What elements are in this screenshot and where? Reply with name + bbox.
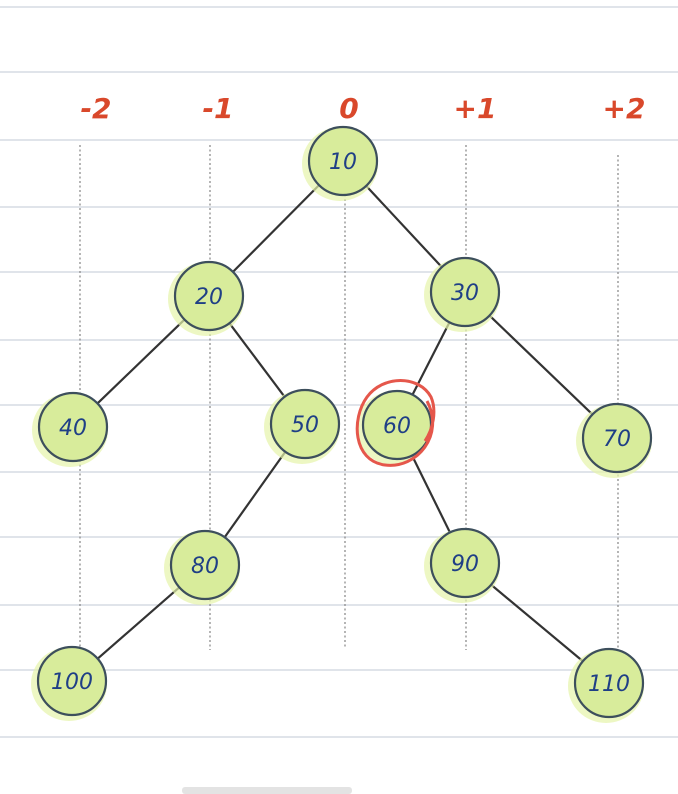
edge-n90-n110 — [490, 583, 584, 663]
node-circle — [169, 529, 241, 601]
tree-node-10: 10 — [302, 125, 379, 201]
edge-n30-n60 — [411, 321, 451, 396]
column-guide-lines — [79, 145, 619, 678]
node-value: 110 — [588, 672, 630, 697]
node-value: 20 — [195, 285, 223, 310]
column-label-c2: +2 — [603, 92, 646, 125]
tree-node-70: 70 — [576, 402, 653, 478]
node-circle — [581, 402, 653, 474]
edge-n80-n100 — [96, 586, 181, 660]
highlight-circle-mark — [355, 379, 436, 467]
tree-node-80: 80 — [164, 529, 241, 605]
node-value: 60 — [383, 414, 411, 439]
node-circle — [269, 388, 341, 460]
node-value: 40 — [59, 416, 87, 441]
tree-node-20: 20 — [168, 260, 245, 336]
node-circle — [429, 256, 501, 328]
node-circle — [307, 125, 379, 197]
edge-n10-n30 — [365, 185, 443, 268]
tree-node-50: 50 — [264, 388, 341, 464]
tree-edges — [96, 184, 594, 663]
edge-n20-n40 — [96, 318, 186, 405]
edge-n20-n50 — [228, 322, 286, 398]
node-circle — [37, 391, 109, 463]
node-value: 80 — [191, 554, 219, 579]
node-value: 10 — [329, 150, 357, 175]
node-circle — [573, 647, 645, 719]
edge-n10-n20 — [232, 184, 320, 273]
edge-n30-n70 — [488, 314, 594, 416]
tree-node-110: 110 — [568, 647, 645, 723]
edge-n60-n90 — [411, 455, 451, 533]
tree-node-90: 90 — [424, 527, 501, 603]
node-circle — [36, 645, 108, 717]
tree-node-100: 100 — [31, 645, 108, 721]
node-value: 100 — [51, 670, 93, 695]
notebook-ruled-lines — [0, 6, 678, 738]
column-labels: -2 -1 0 +1 +2 — [80, 92, 645, 125]
node-circle — [173, 260, 245, 332]
column-label-c0: 0 — [339, 92, 358, 125]
tree-node-40: 40 — [32, 391, 109, 467]
edge-n50-n80 — [223, 451, 287, 538]
bottom-scrollbar[interactable] — [182, 787, 352, 794]
node-value: 30 — [451, 281, 479, 306]
column-label-c-1: -1 — [202, 92, 233, 125]
node-value: 50 — [291, 413, 319, 438]
node-circle — [429, 527, 501, 599]
column-label-c-2: -2 — [80, 92, 111, 125]
tree-node-30: 30 — [424, 256, 501, 332]
node-value: 70 — [603, 427, 631, 452]
column-label-c1: +1 — [454, 92, 497, 125]
tree-nodes: 10 20 30 40 50 60 70 80 90 100 110 — [31, 125, 653, 723]
node-value: 90 — [451, 552, 479, 577]
tree-node-60: 60 — [355, 379, 436, 467]
